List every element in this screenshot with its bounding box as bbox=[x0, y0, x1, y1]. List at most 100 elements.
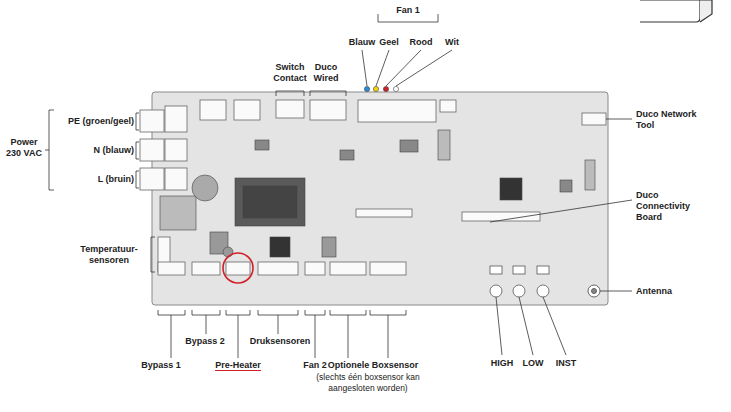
connector-label: Switch Contact bbox=[273, 62, 307, 83]
wire-color-label-holder: Blauw bbox=[345, 37, 379, 48]
connector-label-holder: Duco Connectivity Board bbox=[636, 190, 714, 223]
component bbox=[400, 140, 418, 152]
potentiometer-label-holder: INST bbox=[548, 358, 584, 369]
connector bbox=[200, 100, 226, 120]
connector bbox=[462, 212, 540, 221]
potentiometer-label-holder: LOW bbox=[515, 358, 551, 369]
connector-label-holder: Fan 1 bbox=[383, 5, 433, 16]
leader-line bbox=[396, 50, 452, 86]
component bbox=[255, 140, 269, 150]
wire-dot bbox=[383, 86, 388, 91]
leader-line bbox=[362, 50, 367, 86]
pcb-board bbox=[152, 92, 608, 305]
device-corner bbox=[700, 0, 712, 22]
wire-color-label-holder: Geel bbox=[375, 37, 403, 48]
connector-label-holder: Druksensoren bbox=[248, 336, 312, 347]
potentiometer bbox=[537, 285, 549, 297]
potentiometer-label: LOW bbox=[523, 358, 544, 368]
connector-label: Pre-Heater bbox=[215, 360, 261, 371]
potentiometer-label: INST bbox=[556, 358, 577, 368]
wire-dot bbox=[364, 86, 398, 91]
wire-color-label: Wit bbox=[445, 37, 459, 47]
highlight-circle bbox=[223, 253, 253, 283]
component bbox=[192, 175, 218, 201]
leader-line bbox=[310, 91, 346, 96]
connector-label: Temperatuur-sensoren bbox=[80, 244, 137, 265]
connector-label-holder: Bypass 2 bbox=[180, 336, 230, 347]
wire-dot bbox=[364, 86, 369, 91]
leader-line bbox=[378, 14, 438, 22]
connector-label-holder: Duco Network Tool bbox=[636, 109, 700, 131]
component bbox=[160, 196, 196, 230]
connector bbox=[276, 100, 304, 118]
terminal-label: N (blauw) bbox=[94, 145, 135, 155]
leader-line bbox=[276, 91, 304, 96]
component bbox=[500, 178, 522, 200]
connector bbox=[440, 100, 456, 112]
connector bbox=[165, 106, 187, 132]
leader-line bbox=[386, 50, 421, 86]
connector bbox=[234, 100, 260, 120]
connector-label-holder: Antenna bbox=[636, 286, 696, 297]
leader-line bbox=[45, 110, 54, 190]
component bbox=[322, 237, 336, 257]
connector bbox=[226, 262, 250, 275]
leader-line bbox=[136, 171, 139, 188]
connector bbox=[140, 100, 606, 275]
highlight-circle bbox=[223, 253, 253, 283]
connector-label: Duco Wired bbox=[314, 62, 339, 83]
leader-line bbox=[330, 310, 366, 358]
connector-label-holder: Temperatuur-sensoren bbox=[72, 244, 146, 266]
device-corner bbox=[640, 0, 712, 22]
connector bbox=[165, 168, 187, 190]
connector bbox=[140, 168, 164, 190]
device-corner bbox=[640, 0, 700, 22]
connector-label: Bypass 2 bbox=[185, 336, 225, 346]
wire-color-label-holder: Rood bbox=[406, 37, 436, 48]
component bbox=[438, 130, 450, 160]
connector-label: Fan 2 bbox=[303, 360, 327, 370]
connector-label: Antenna bbox=[636, 286, 672, 296]
leader-line bbox=[258, 310, 298, 334]
connector-label: Optionele Boxsensor bbox=[328, 360, 419, 370]
connector bbox=[356, 209, 412, 217]
leader-line bbox=[543, 297, 566, 355]
terminal-label-holder: L (bruin) bbox=[44, 174, 134, 185]
note-text: (slechts één boxsensor kan aangesloten w… bbox=[316, 372, 419, 393]
potentiometer bbox=[490, 266, 549, 297]
connector-label: Duco Network Tool bbox=[636, 109, 697, 130]
potentiometer-label-holder: HIGH bbox=[484, 358, 520, 369]
connector bbox=[305, 262, 325, 275]
note-text-holder: (slechts één boxsensor kan aangesloten w… bbox=[298, 372, 438, 394]
connector-label: Bypass 1 bbox=[141, 360, 181, 370]
connector-label-holder: Bypass 1 bbox=[136, 360, 186, 371]
component bbox=[340, 150, 354, 160]
component bbox=[160, 130, 595, 257]
pcb-board bbox=[152, 92, 608, 305]
wire-color-label: Blauw bbox=[349, 37, 376, 47]
power-label: Power 230 VAC bbox=[6, 137, 42, 158]
antenna-connector bbox=[588, 285, 600, 297]
connector-label-holder: Pre-Heater bbox=[208, 360, 268, 371]
power-label-holder: Power 230 VAC bbox=[2, 137, 46, 159]
connector-label-holder: Optionele Boxsensor bbox=[318, 360, 428, 371]
leader-line bbox=[158, 310, 185, 358]
leader-line bbox=[376, 50, 389, 86]
connector bbox=[192, 262, 220, 275]
component bbox=[585, 160, 595, 190]
connector bbox=[165, 139, 187, 161]
connector-label: Duco Connectivity Board bbox=[636, 190, 690, 222]
wire-color-label: Rood bbox=[410, 37, 433, 47]
potentiometer bbox=[490, 285, 502, 297]
potentiometer bbox=[537, 266, 549, 274]
leader-line bbox=[305, 310, 325, 358]
component bbox=[243, 186, 297, 218]
antenna-connector bbox=[588, 285, 600, 297]
wire-dot bbox=[373, 86, 378, 91]
connector bbox=[582, 113, 606, 125]
wire-color-label-holder: Wit bbox=[440, 37, 464, 48]
connector bbox=[140, 139, 164, 161]
leader-line bbox=[45, 14, 632, 358]
connector bbox=[258, 262, 298, 275]
terminal-label: PE (groen/geel) bbox=[68, 116, 134, 126]
